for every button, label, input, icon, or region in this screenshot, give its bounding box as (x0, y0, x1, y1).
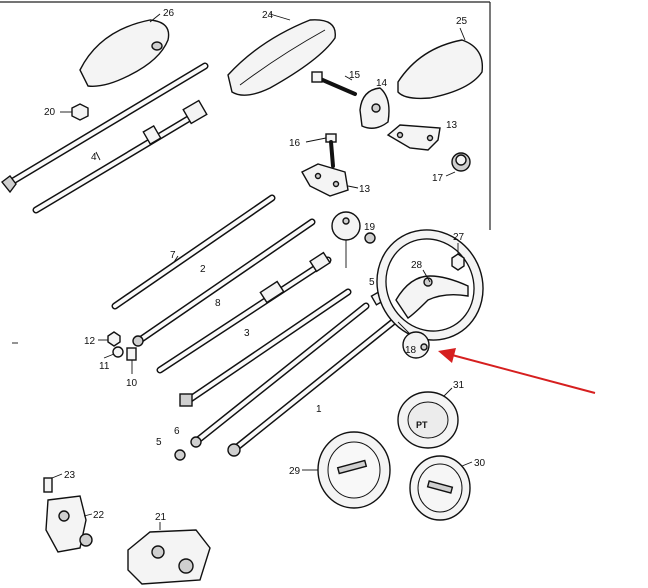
label-21: 21 (155, 512, 167, 523)
label-19: 19 (364, 222, 376, 233)
label-22: 22 (93, 510, 105, 521)
part-4-shafts (1, 62, 209, 214)
part-30-cap (409, 455, 473, 521)
part-19-detail (331, 211, 376, 268)
label-10: 10 (126, 378, 138, 389)
part-23-screw (43, 473, 63, 493)
label-12: 12 (84, 336, 96, 347)
part-12-nut (98, 331, 121, 347)
label-16: 16 (289, 138, 301, 149)
part-22-lock-assembly (45, 495, 93, 553)
label-30: 30 (474, 458, 486, 469)
part-8-shaft (156, 251, 332, 374)
label-27: 27 (453, 232, 465, 243)
label-18: 18 (405, 345, 417, 356)
part-11-washer (103, 346, 124, 359)
part-26-column-cover (79, 13, 170, 87)
part-3-shaft (179, 288, 352, 407)
part-14-clamp (359, 87, 390, 129)
label-25: 25 (456, 16, 468, 27)
label-2: 2 (200, 264, 206, 275)
label-5-upper: 5 (369, 277, 375, 288)
label-31: 31 (453, 380, 465, 391)
part-17-knob (445, 152, 471, 177)
part-21-housing (127, 522, 211, 585)
label-4: 4 (91, 152, 97, 163)
label-13-upper: 13 (446, 120, 458, 131)
part-16-bolt (305, 133, 337, 168)
part-1-shaft (227, 314, 402, 457)
label-14: 14 (376, 78, 388, 89)
part-13-bracket-upper (386, 124, 441, 151)
label-7: 7 (170, 250, 176, 261)
label-3: 3 (244, 328, 250, 339)
part-20-nut (60, 103, 89, 121)
part-10-bolt (126, 347, 137, 374)
label-8: 8 (215, 298, 221, 309)
label-20: 20 (44, 107, 56, 118)
part-18-detail (397, 321, 430, 359)
part-31-gauge: PT (397, 387, 459, 449)
part-15-bolt (311, 71, 357, 96)
part-7-shaft (111, 194, 276, 310)
label-15: 15 (349, 70, 361, 81)
label-29: 29 (289, 466, 301, 477)
label-28: 28 (411, 260, 423, 271)
label-24: 24 (262, 10, 274, 21)
part-2-shaft (132, 218, 316, 347)
label-23: 23 (64, 470, 76, 481)
label-11: 11 (99, 361, 110, 372)
part-6-shaft (174, 302, 370, 461)
part-24-shroud (227, 13, 336, 96)
label-5-lower: 5 (156, 437, 162, 448)
part-25-cover (397, 27, 484, 100)
label-6: 6 (174, 426, 180, 437)
label-13-lower: 13 (359, 184, 371, 195)
part-13-bracket-lower (301, 163, 359, 197)
part-27-nut (451, 243, 465, 271)
part-29-horn-cap (302, 431, 391, 509)
label-1: 1 (316, 404, 322, 415)
highlight-arrow (438, 348, 596, 394)
label-26: 26 (163, 8, 175, 19)
label-17: 17 (432, 173, 444, 184)
svg-text:PT: PT (416, 420, 428, 430)
